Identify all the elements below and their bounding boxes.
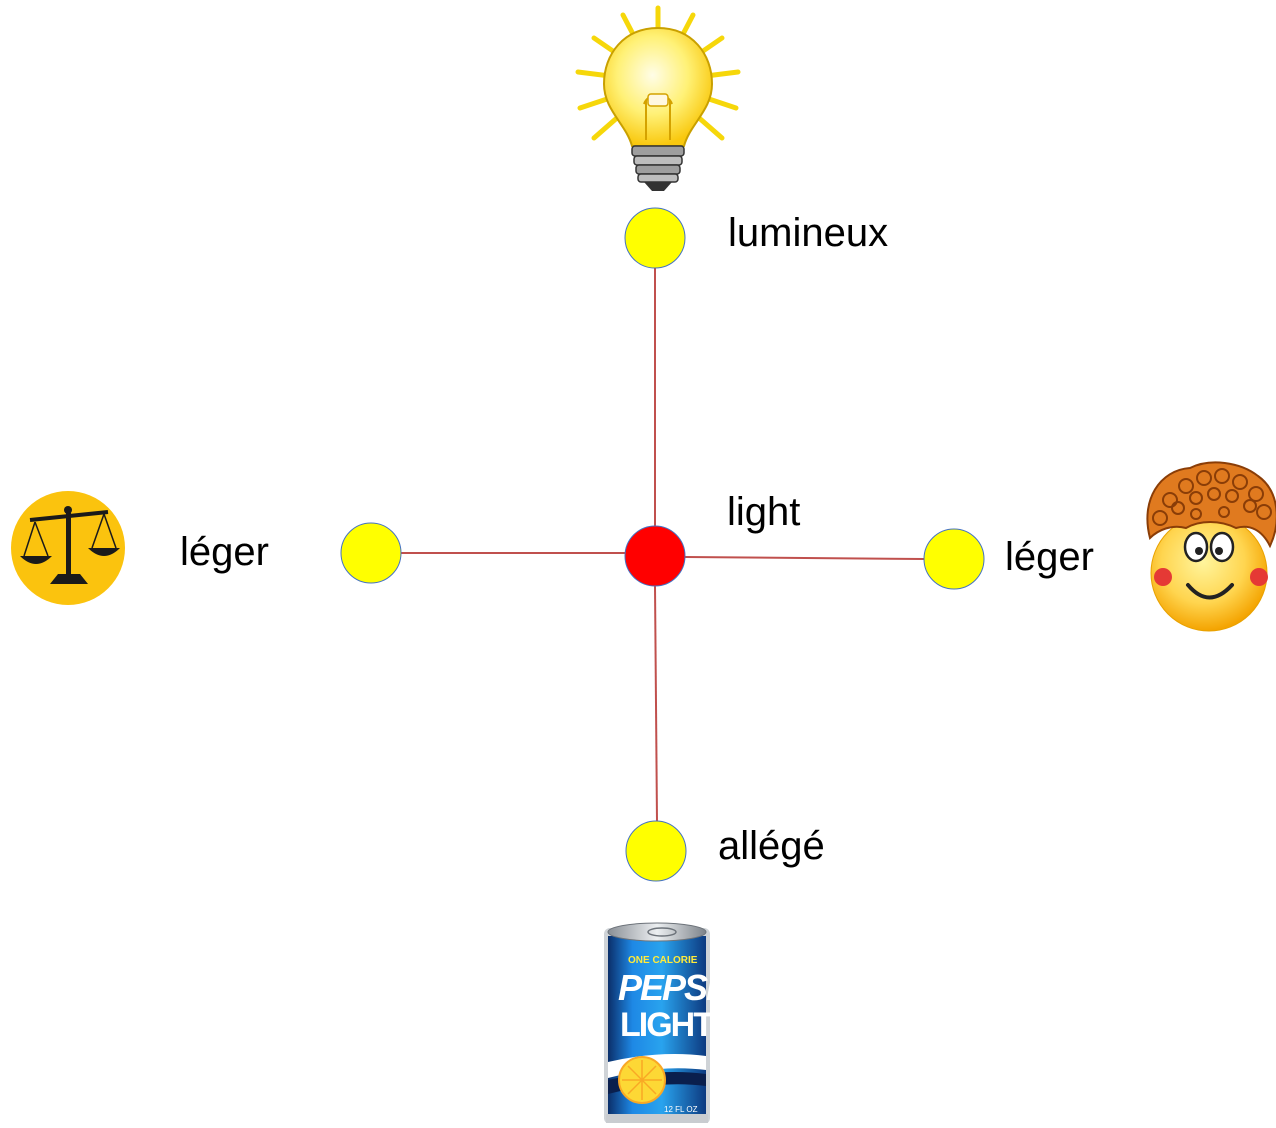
branch-label-top: lumineux <box>728 211 889 255</box>
happy-face-icon <box>1146 461 1276 632</box>
edge-right <box>684 556 925 560</box>
can-tagline: ONE CALORIE <box>628 955 698 966</box>
node-center <box>624 525 686 587</box>
diagram-edges <box>401 268 925 823</box>
can-product: LIGHT <box>620 1006 714 1044</box>
lightbulb-icon <box>575 5 741 191</box>
branch-label-left: léger <box>180 530 269 574</box>
can-brand: PEPSI <box>618 967 717 1008</box>
center-label: light <box>727 490 801 534</box>
soda-can-icon: ONE CALORIE PEPSI LIGHT 12 FL OZ <box>604 922 719 1124</box>
node-right <box>923 528 985 590</box>
node-left <box>340 522 402 584</box>
edge-bottom <box>654 585 658 823</box>
branch-label-right: léger <box>1005 535 1094 579</box>
can-volume: 12 FL OZ <box>664 1105 698 1114</box>
scales-icon <box>11 491 125 605</box>
branch-label-bottom: allégé <box>718 824 825 868</box>
node-top <box>624 207 686 269</box>
diagram-nodes <box>340 207 985 882</box>
node-bottom <box>625 820 687 882</box>
